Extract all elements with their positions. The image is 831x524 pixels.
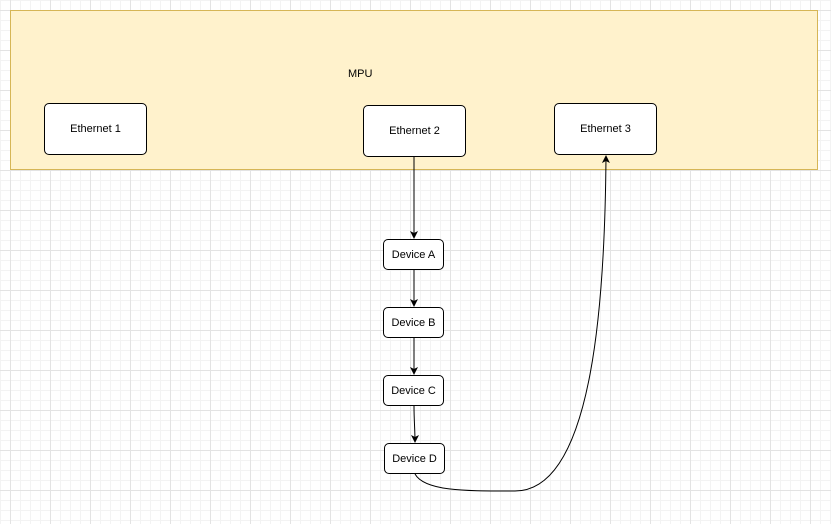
ethernet-1-label: Ethernet 1: [70, 123, 121, 135]
ethernet-3-label: Ethernet 3: [580, 123, 631, 135]
device-c-label: Device C: [391, 384, 436, 397]
device-a-label: Device A: [391, 248, 436, 261]
mpu-label: MPU: [348, 68, 373, 80]
ethernet-2-label: Ethernet 2: [389, 125, 440, 137]
device-d-label: Device D: [392, 452, 437, 465]
device-a-node[interactable]: Device A: [383, 239, 444, 270]
device-b-label: Device B: [391, 316, 436, 329]
device-d-node[interactable]: Device D: [384, 443, 445, 474]
ethernet-1-node[interactable]: Ethernet 1: [44, 103, 147, 155]
edge-device-c-to-device-d[interactable]: [410, 405, 419, 443]
device-c-node[interactable]: Device C: [383, 375, 444, 406]
ethernet-3-node[interactable]: Ethernet 3: [554, 103, 657, 155]
ethernet-2-node[interactable]: Ethernet 2: [363, 105, 466, 157]
device-b-node[interactable]: Device B: [383, 307, 444, 338]
